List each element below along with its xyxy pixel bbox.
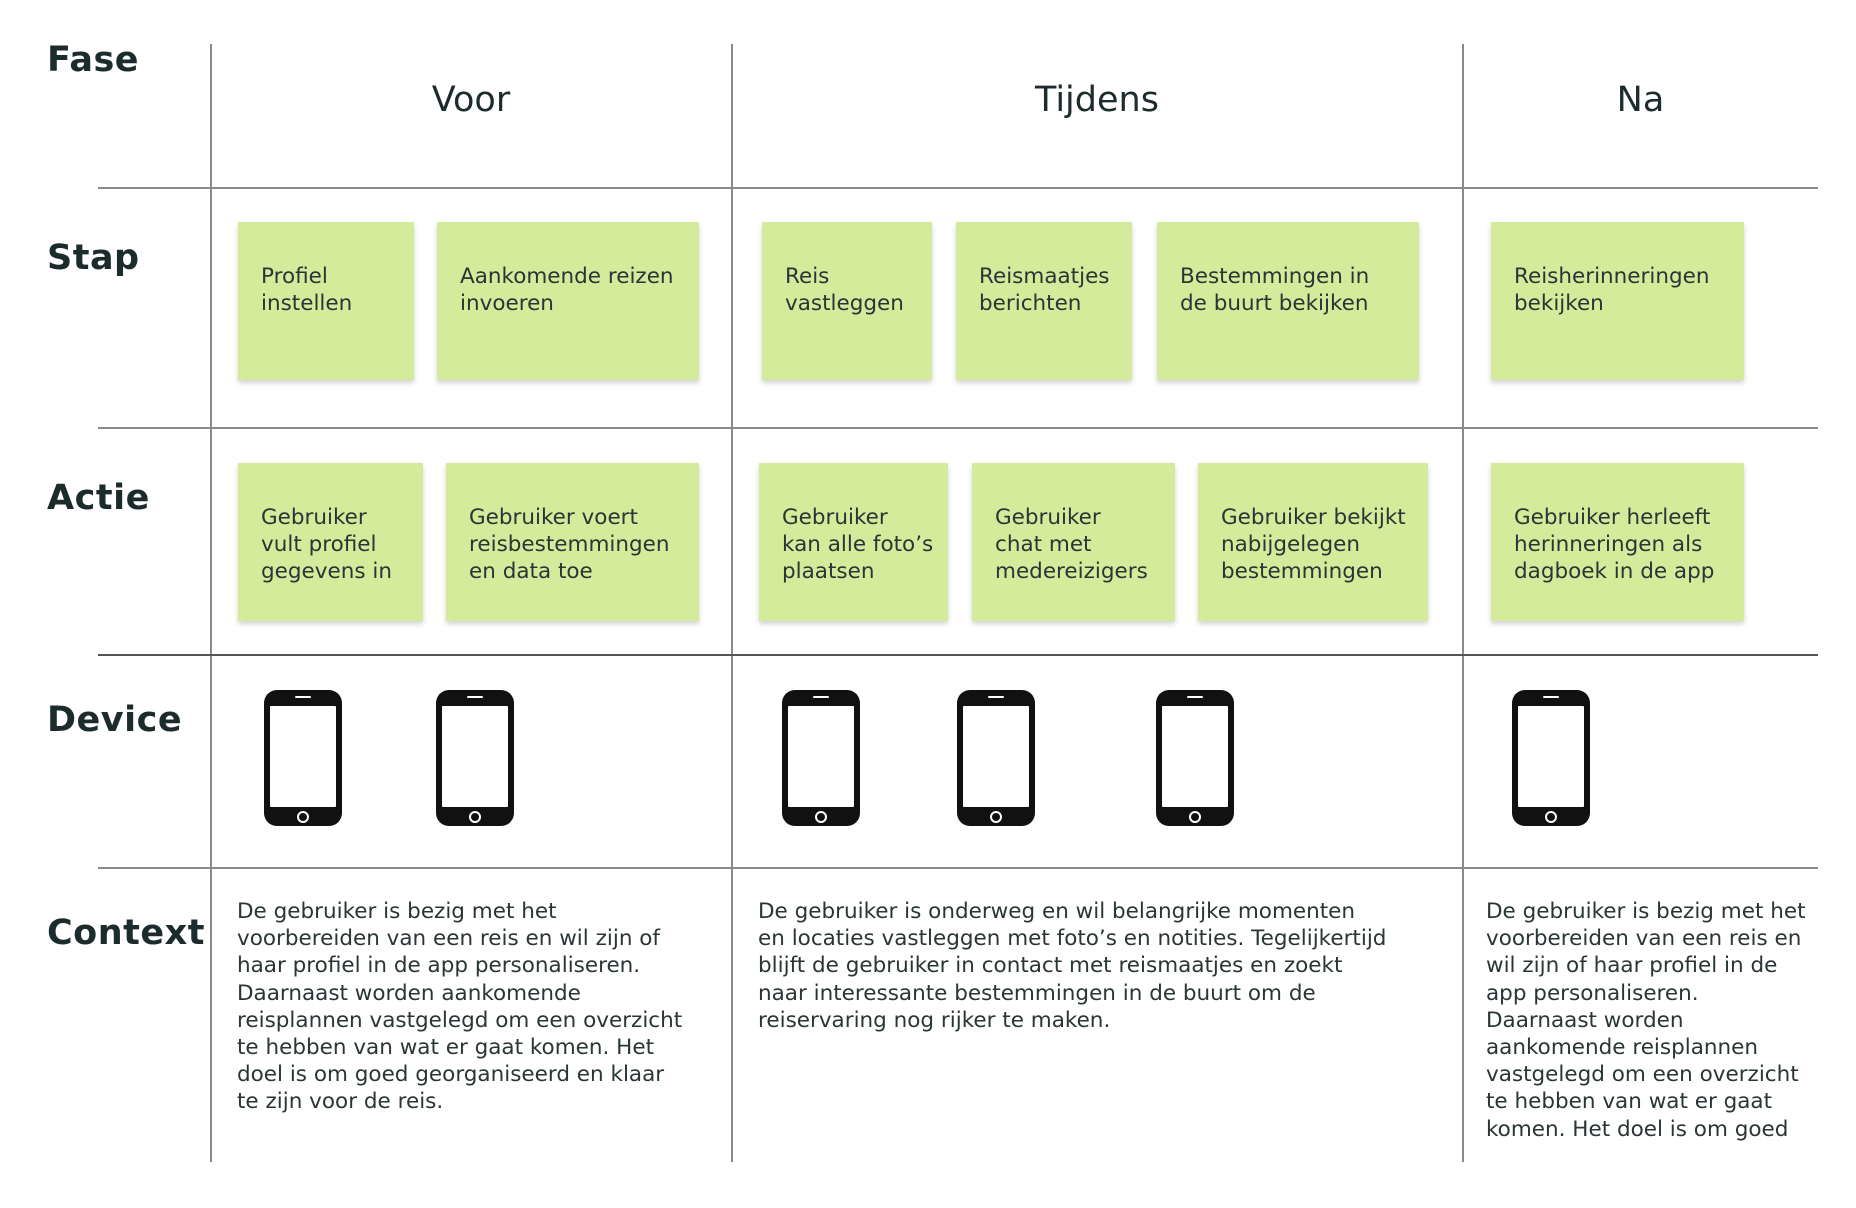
row-label-fase: Fase — [47, 40, 140, 80]
step-note: Bestemmingen in de buurt bekijken — [1157, 222, 1419, 380]
phase-header-tijdens: Tijdens — [1035, 80, 1159, 120]
row-label-device: Device — [47, 700, 183, 740]
smartphone-icon — [1512, 690, 1590, 826]
action-note: Gebruiker bekijkt nabijgelegen bestemmin… — [1198, 463, 1428, 621]
action-note-text: Gebruiker chat met medereizigers — [995, 505, 1148, 584]
phase-header-voor: Voor — [431, 80, 511, 120]
grid-row-divider-device — [98, 867, 1818, 869]
grid-row-divider-actie — [98, 654, 1818, 656]
action-note-text: Gebruiker voert reisbestemmingen en data… — [469, 505, 670, 584]
action-note-text: Gebruiker bekijkt nabijgelegen bestemmin… — [1221, 505, 1406, 584]
step-note: Reis vastleggen — [762, 222, 932, 380]
context-text-tijdens: De gebruiker is onderweg en wil belangri… — [758, 899, 1387, 1033]
step-note-text: Reis vastleggen — [785, 264, 904, 316]
row-label-actie: Actie — [47, 478, 150, 518]
action-note-text: Gebruiker vult profiel gegevens in — [261, 505, 392, 584]
context-text-na: De gebruiker is bezig met het voorbereid… — [1486, 899, 1806, 1142]
smartphone-icon — [1156, 690, 1234, 826]
grid-row-divider-fase — [98, 187, 1818, 189]
action-note: Gebruiker vult profiel gegevens in — [238, 463, 423, 621]
grid-divider-left — [210, 44, 212, 1162]
action-note: Gebruiker chat met medereizigers — [972, 463, 1175, 621]
step-note: Aankomende reizen invoeren — [437, 222, 699, 380]
row-label-stap: Stap — [47, 238, 140, 278]
action-note: Gebruiker voert reisbestemmingen en data… — [446, 463, 699, 621]
step-note: Profiel instellen — [238, 222, 414, 380]
action-note: Gebruiker herleeft herinneringen als dag… — [1491, 463, 1744, 621]
action-note-text: Gebruiker kan alle foto’s plaatsen — [782, 505, 934, 584]
grid-divider-voor-tijdens — [731, 44, 733, 1162]
step-note-text: Aankomende reizen invoeren — [460, 264, 674, 316]
step-note: Reisherinneringen bekijken — [1491, 222, 1744, 380]
action-note: Gebruiker kan alle foto’s plaatsen — [759, 463, 948, 621]
smartphone-icon — [436, 690, 514, 826]
smartphone-icon — [782, 690, 860, 826]
smartphone-icon — [264, 690, 342, 826]
grid-row-divider-stap — [98, 427, 1818, 429]
context-text-voor: De gebruiker is bezig met het voorbereid… — [237, 899, 683, 1115]
phase-header-na: Na — [1616, 80, 1665, 120]
step-note-text: Reisherinneringen bekijken — [1514, 264, 1710, 316]
row-label-context: Context — [47, 913, 205, 953]
step-note: Reismaatjes berichten — [956, 222, 1132, 380]
grid-divider-tijdens-na — [1462, 44, 1464, 1162]
action-note-text: Gebruiker herleeft herinneringen als dag… — [1514, 505, 1715, 584]
step-note-text: Reismaatjes berichten — [979, 264, 1110, 316]
smartphone-icon — [957, 690, 1035, 826]
step-note-text: Profiel instellen — [261, 264, 353, 316]
step-note-text: Bestemmingen in de buurt bekijken — [1180, 264, 1370, 316]
